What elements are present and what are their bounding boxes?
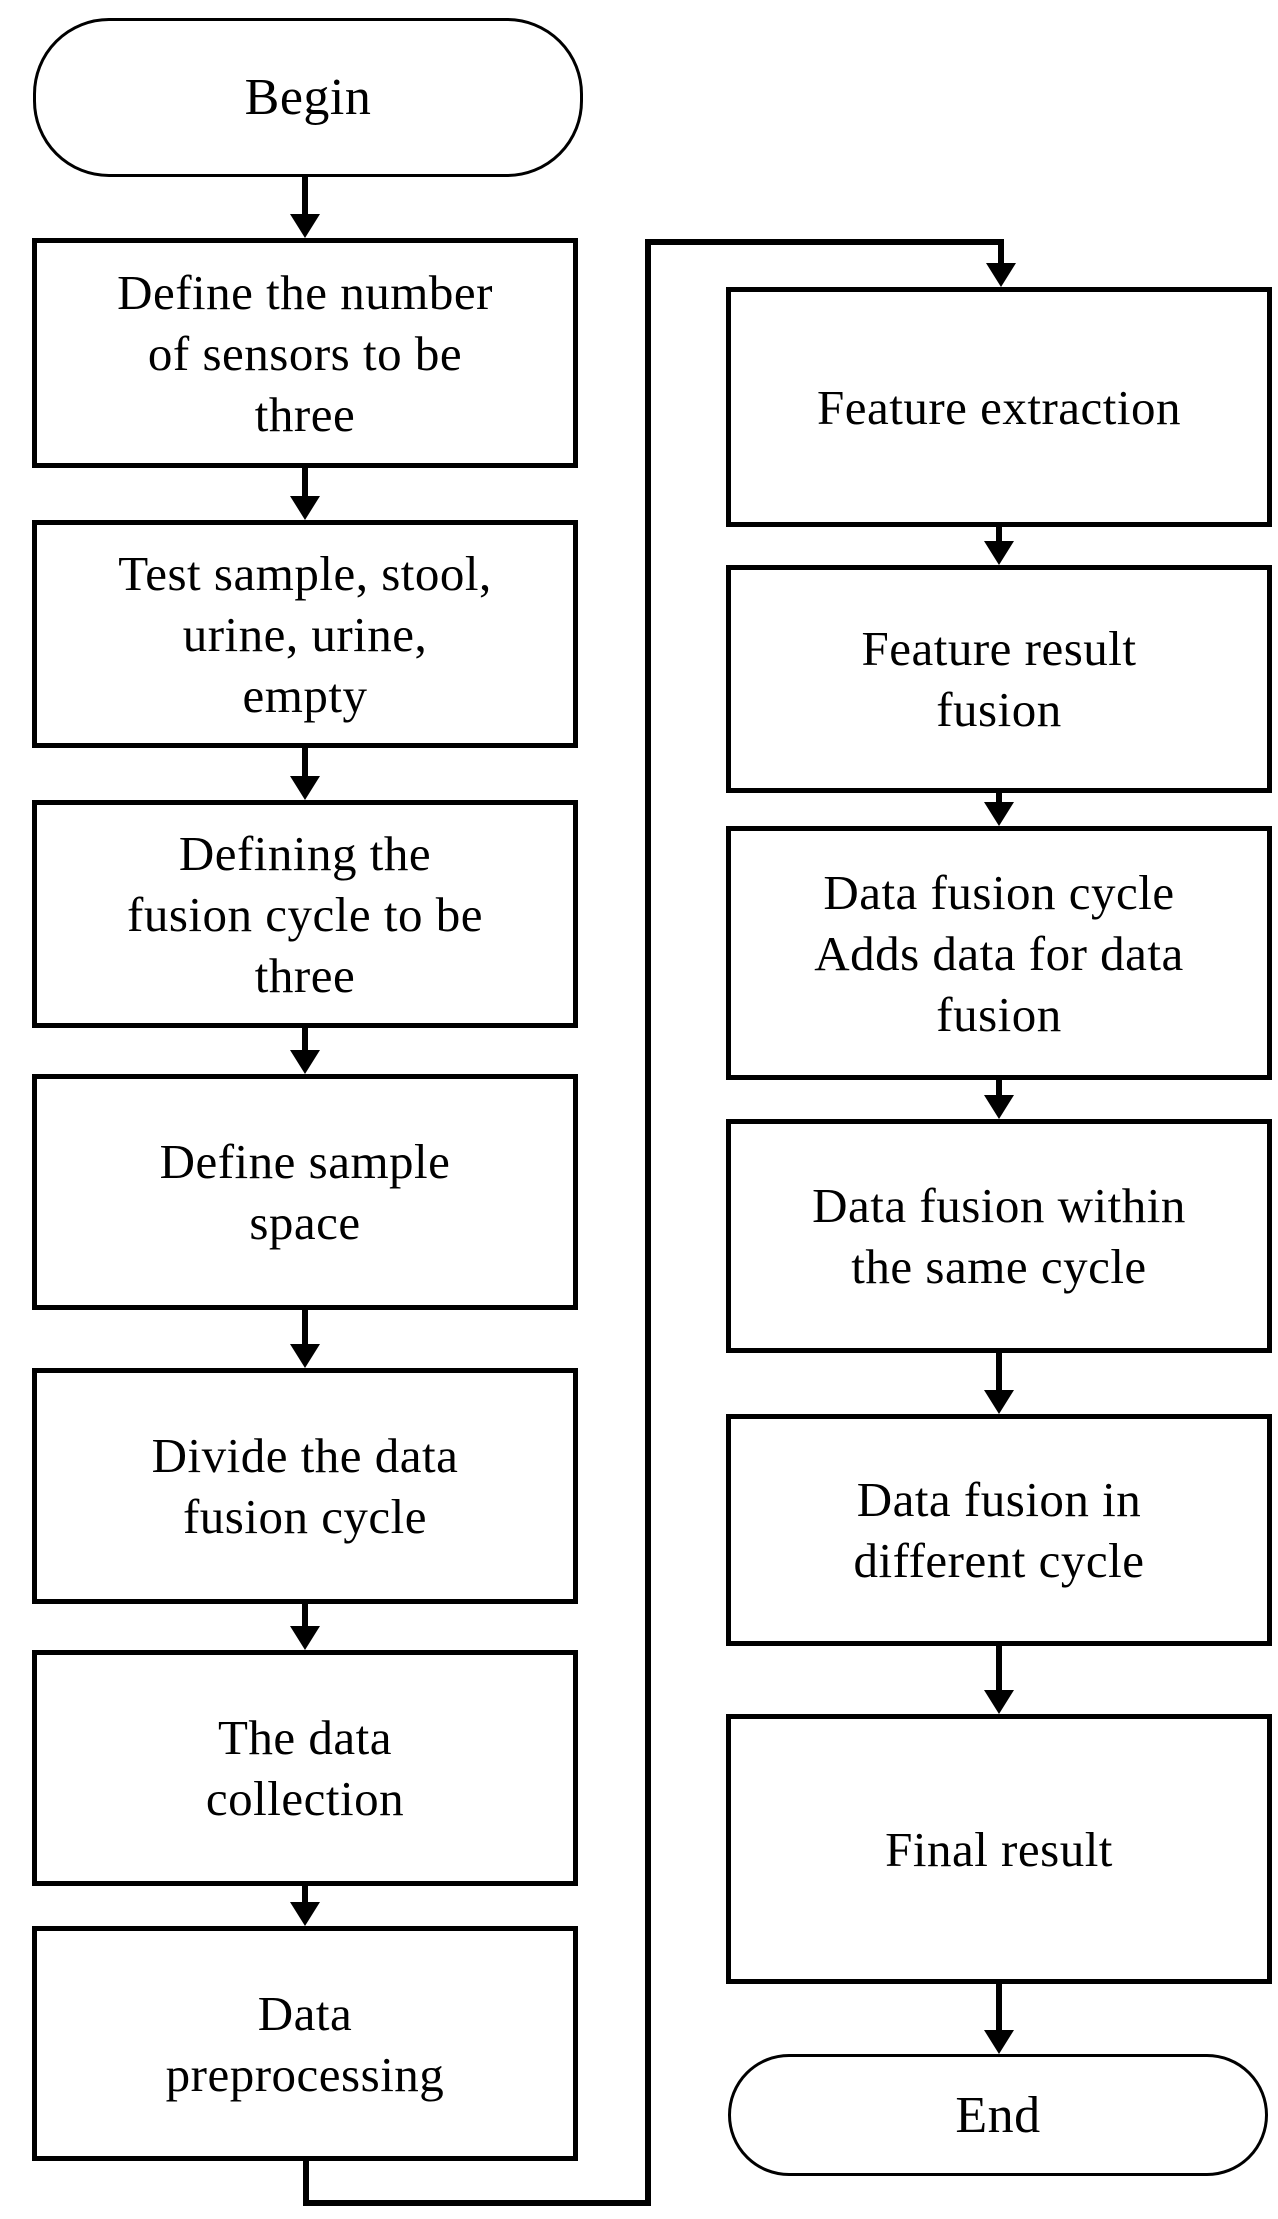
connector-line [303, 2200, 651, 2206]
flow-arrow-down [302, 748, 308, 776]
flow-arrow-down [996, 1353, 1002, 1390]
flow-arrow-down [302, 1604, 308, 1626]
step-label: Data fusion within the same cycle [812, 1178, 1186, 1294]
step-label: Defining the fusion cycle to be three [127, 825, 483, 1003]
flow-arrow-down [302, 1886, 308, 1902]
step-define-fusion-cycle: Defining the fusion cycle to be three [32, 800, 578, 1028]
step-label: Data fusion in different cycle [853, 1472, 1145, 1588]
step-label: Define sample space [159, 1134, 451, 1250]
terminal-begin: Begin [33, 18, 583, 177]
step-label: Feature result fusion [861, 621, 1137, 737]
step-label: Test sample, stool, urine, urine, empty [118, 545, 492, 723]
step-feature-extraction: Feature extraction [726, 287, 1272, 527]
step-define-sensor-count: Define the number of sensors to be three [32, 238, 578, 468]
flow-arrow-down [996, 1080, 1002, 1095]
step-data-preprocessing: Data preprocessing [32, 1926, 578, 2161]
step-data-collection: The data collection [32, 1650, 578, 1886]
terminal-end: End [728, 2054, 1268, 2176]
step-label: Define the number of sensors to be three [117, 264, 493, 442]
flow-arrow-down [996, 1646, 1002, 1690]
step-test-samples: Test sample, stool, urine, urine, empty [32, 520, 578, 748]
flow-arrow-down [998, 244, 1004, 263]
flow-arrow-down [996, 1984, 1002, 2030]
step-define-sample-space: Define sample space [32, 1074, 578, 1310]
step-data-fusion-cycle-adds-data: Data fusion cycle Adds data for data fus… [726, 826, 1272, 1080]
step-label: Divide the data fusion cycle [151, 1428, 459, 1544]
step-label: Data preprocessing [165, 1985, 445, 2102]
terminal-begin-label: Begin [244, 69, 372, 126]
flow-arrow-down [996, 527, 1002, 541]
flow-arrow-down [996, 793, 1002, 802]
step-label: The data collection [205, 1710, 405, 1826]
step-feature-result-fusion: Feature result fusion [726, 565, 1272, 793]
step-label: Feature extraction [816, 379, 1182, 435]
step-divide-data-fusion-cycle: Divide the data fusion cycle [32, 1368, 578, 1604]
connector-line [645, 239, 651, 2206]
step-data-fusion-same-cycle: Data fusion within the same cycle [726, 1119, 1272, 1353]
flow-arrow-down [302, 1028, 308, 1050]
step-final-result: Final result [726, 1714, 1272, 1984]
step-data-fusion-different-cycle: Data fusion in different cycle [726, 1414, 1272, 1646]
step-label: Data fusion cycle Adds data for data fus… [814, 864, 1184, 1042]
flow-arrow-down [302, 177, 308, 214]
flow-arrow-down [302, 1310, 308, 1344]
terminal-end-label: End [955, 2086, 1041, 2144]
step-label: Final result [885, 1821, 1113, 1877]
flow-arrow-down [302, 468, 308, 496]
connector-line [645, 239, 1004, 245]
connector-line [303, 2161, 309, 2206]
